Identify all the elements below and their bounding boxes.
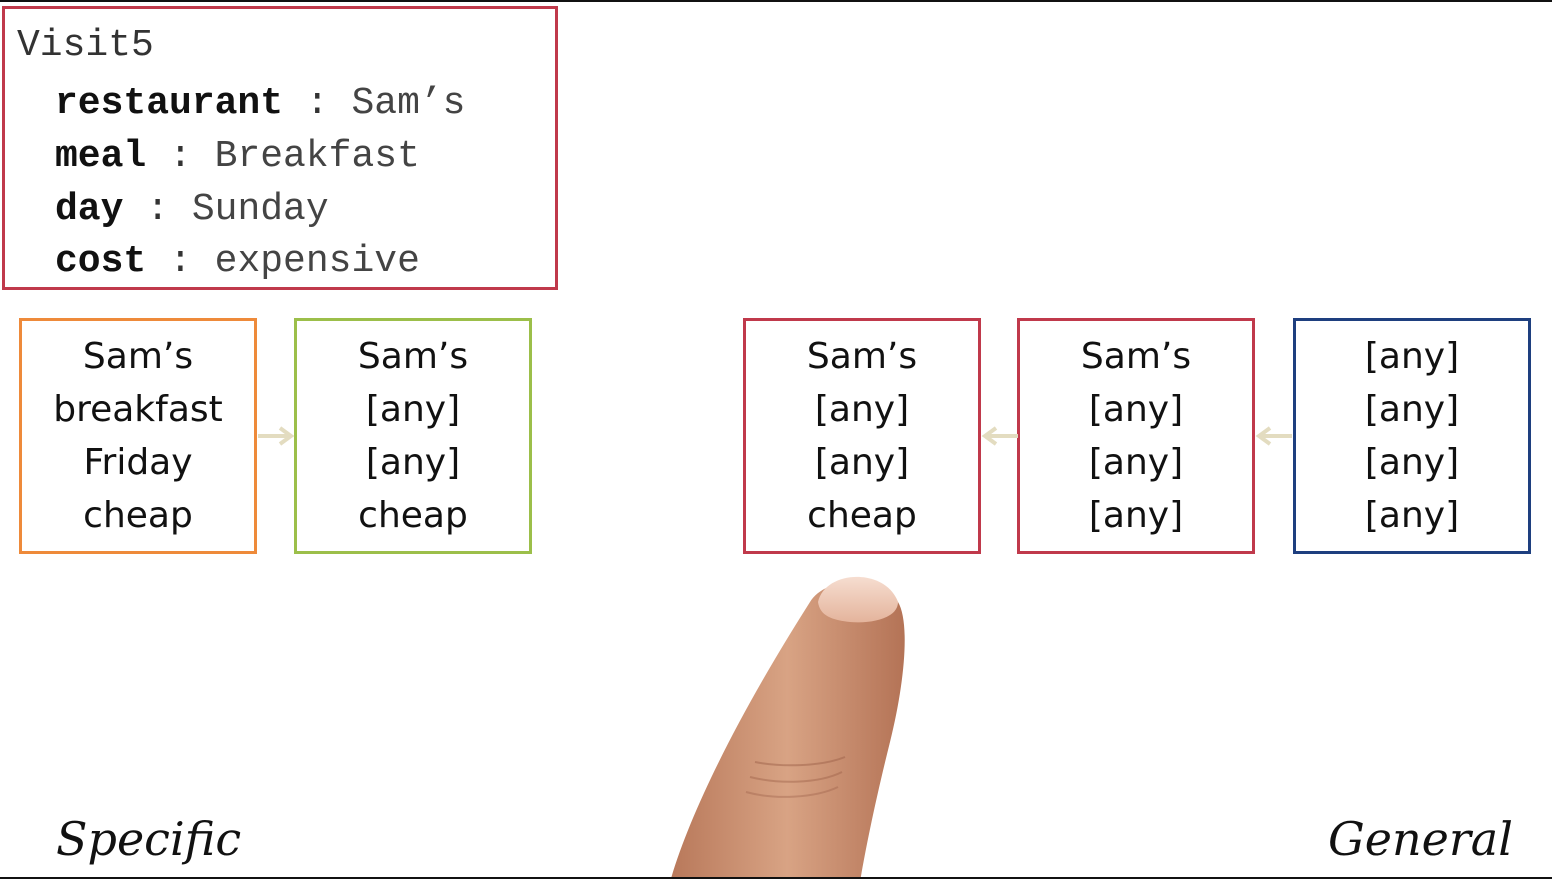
hypothesis-day: [any] — [365, 442, 461, 483]
hypothesis-box-general: [any] [any] [any] [any] — [1293, 318, 1531, 554]
pointing-finger-icon — [660, 562, 920, 877]
attribute-separator: : — [146, 240, 215, 283]
hypothesis-box-specialized: Sam’s [any] [any] cheap — [743, 318, 981, 554]
hypothesis-restaurant: Sam’s — [82, 336, 194, 377]
attribute-separator: : — [123, 188, 192, 231]
visit-attribute-meal: meal : Breakfast — [55, 138, 420, 176]
hypothesis-meal: [any] — [1364, 389, 1460, 430]
attribute-value: Sunday — [191, 188, 329, 231]
hypothesis-box-generalized: Sam’s [any] [any] cheap — [294, 318, 532, 554]
hypothesis-day: [any] — [1088, 442, 1184, 483]
hypothesis-cost: [any] — [1364, 495, 1460, 536]
specific-label: Specific — [56, 812, 242, 866]
visit-example-box: Visit5 restaurant : Sam’s meal : Breakfa… — [2, 6, 558, 290]
attribute-key: day — [55, 188, 124, 231]
visit-attribute-restaurant: restaurant : Sam’s — [55, 85, 466, 123]
hypothesis-day: Friday — [83, 442, 193, 483]
hypothesis-meal: [any] — [1088, 389, 1184, 430]
hypothesis-cost: cheap — [83, 495, 193, 536]
attribute-value: Breakfast — [214, 135, 420, 178]
attribute-value: expensive — [214, 240, 420, 283]
arrow-left-icon — [1254, 426, 1294, 446]
attribute-separator: : — [146, 135, 215, 178]
attribute-key: cost — [55, 240, 147, 283]
hypothesis-restaurant: Sam’s — [806, 336, 918, 377]
hypothesis-cost: cheap — [807, 495, 917, 536]
hypothesis-cost: [any] — [1088, 495, 1184, 536]
general-label: General — [1328, 812, 1513, 866]
hypothesis-day: [any] — [1364, 442, 1460, 483]
hypothesis-restaurant: Sam’s — [1080, 336, 1192, 377]
hypothesis-meal: [any] — [814, 389, 910, 430]
visit-attribute-day: day : Sunday — [55, 191, 329, 229]
attribute-separator: : — [283, 82, 352, 125]
hypothesis-cost: cheap — [358, 495, 468, 536]
hypothesis-restaurant: [any] — [1364, 336, 1460, 377]
hypothesis-day: [any] — [814, 442, 910, 483]
attribute-value: Sam’s — [351, 82, 466, 125]
arrow-left-icon — [980, 426, 1020, 446]
hypothesis-box-specific: Sam’s breakfast Friday cheap — [19, 318, 257, 554]
hypothesis-restaurant: Sam’s — [357, 336, 469, 377]
visit-title: Visit5 — [17, 24, 154, 67]
attribute-key: restaurant — [55, 82, 284, 125]
hypothesis-meal: [any] — [365, 389, 461, 430]
hypothesis-meal: breakfast — [53, 389, 223, 430]
visit-attribute-cost: cost : expensive — [55, 243, 420, 281]
arrow-right-icon — [256, 426, 296, 446]
hypothesis-box-restaurant-only: Sam’s [any] [any] [any] — [1017, 318, 1255, 554]
attribute-key: meal — [55, 135, 147, 178]
